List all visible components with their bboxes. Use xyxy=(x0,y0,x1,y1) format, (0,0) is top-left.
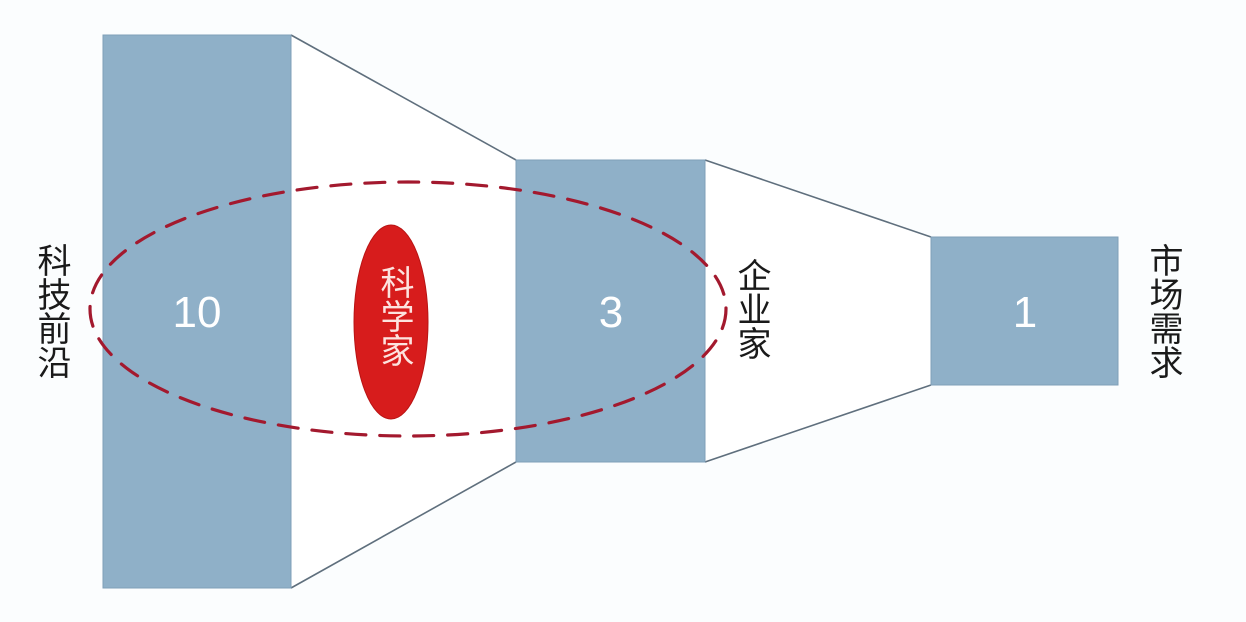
stage-label-frontier: 科技前沿 xyxy=(31,243,71,379)
connector-line-bottom-2 xyxy=(704,384,932,463)
connector-panel-2 xyxy=(705,160,931,462)
funnel-bar-1 xyxy=(102,34,292,589)
connector-line-bottom-1 xyxy=(290,461,517,589)
scientist-ellipse xyxy=(353,224,429,420)
scientist-label: 科学家 xyxy=(374,265,414,367)
stage-label-entrepreneur: 企业家 xyxy=(731,258,771,360)
bar-value-1: 10 xyxy=(172,288,222,337)
funnel-bar-3 xyxy=(930,236,1119,386)
connector-line-top-2 xyxy=(704,159,932,238)
bar-value-2: 3 xyxy=(598,288,624,337)
bar-value-3: 1 xyxy=(1012,288,1038,337)
stage-label-market: 市场需求 xyxy=(1143,243,1183,379)
dashed-highlight-ellipse xyxy=(88,180,728,438)
connector-line-top-1 xyxy=(290,34,517,161)
